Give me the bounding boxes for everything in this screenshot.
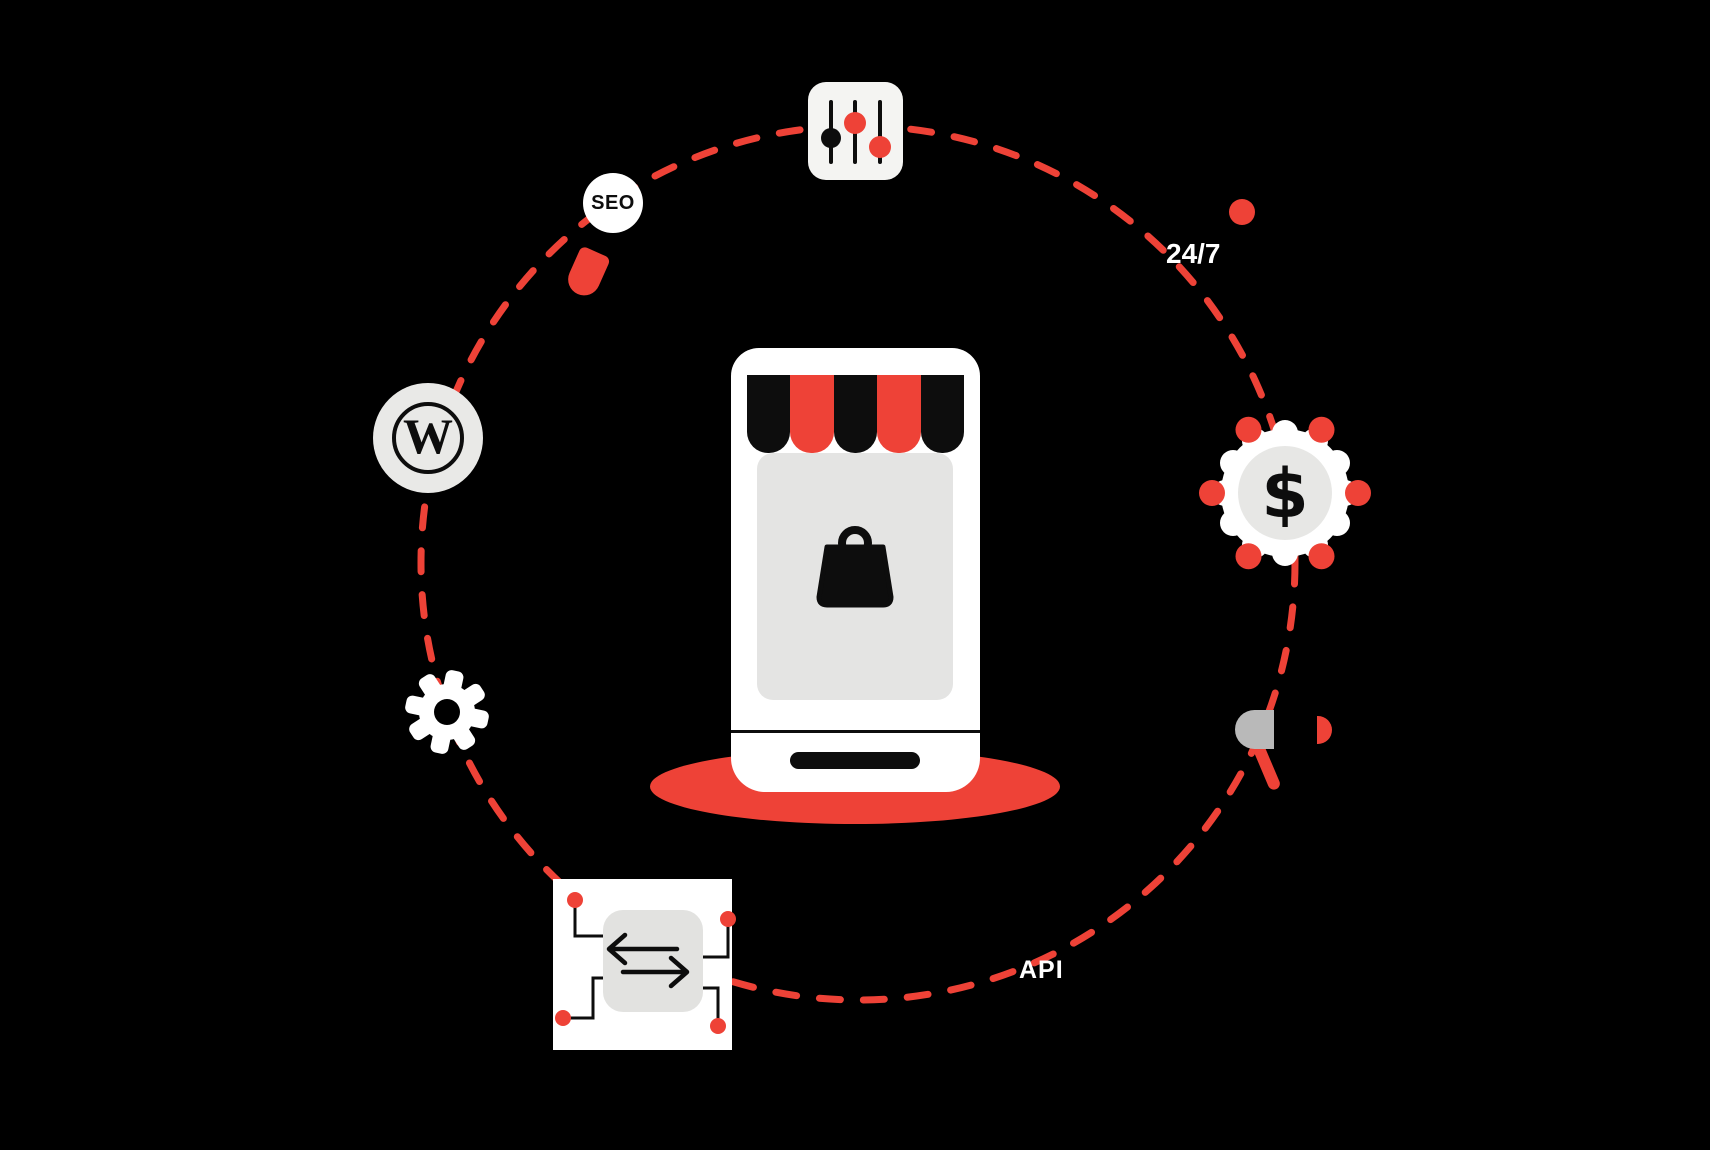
transfer-inner-panel [603,910,703,1012]
api-label: API [1019,956,1064,984]
storefront-phone [731,348,980,792]
storefront-awning [747,375,965,453]
wordpress-w: W [403,408,453,464]
shopping-bag-icon [816,526,894,608]
circuit-node [555,1010,571,1026]
arrow-left-icon [606,932,680,966]
bag-body [816,544,894,608]
awning-scallop [877,375,921,453]
dollar-coin-icon: $ [1199,416,1371,570]
circuit-trace [563,976,603,1020]
slider-knob [869,136,891,158]
slider-knob [844,112,866,134]
orbit-circle-path [417,122,1299,1004]
circuit-trace [703,919,730,959]
data-transfer-icon [553,879,736,1050]
slider-knob [821,128,841,148]
circuit-node [720,911,736,927]
circuit-node [567,892,583,908]
coin-face [1238,446,1332,540]
awning-scallop [790,375,834,453]
home-button-bar [790,752,920,769]
headset-icon [1235,710,1274,749]
wordpress-icon: W [373,383,483,493]
circuit-trace [573,900,603,938]
seo-magnifier-badge: SEO [583,173,643,233]
sliders-graphic [821,100,891,164]
awning-scallop [920,375,965,453]
awning-scallop [747,375,791,453]
availability-label: 24/7 [1166,238,1221,269]
arrow-right-icon [620,955,690,989]
wordpress-ring: W [392,402,464,474]
gear-icon [405,670,489,754]
dollar-symbol: $ [1261,455,1308,534]
sliders-icon [808,82,903,180]
gear-hole [434,699,460,725]
awning-scallop [833,375,878,453]
seo-label: SEO [591,191,635,214]
headset-earpiece [1317,716,1332,744]
coin-orbit-dots [1199,416,1371,570]
red-accent-dot [1229,199,1255,225]
circuit-node [710,1018,726,1034]
phone-chin-divider [731,730,980,733]
circuit-trace [703,986,720,1026]
